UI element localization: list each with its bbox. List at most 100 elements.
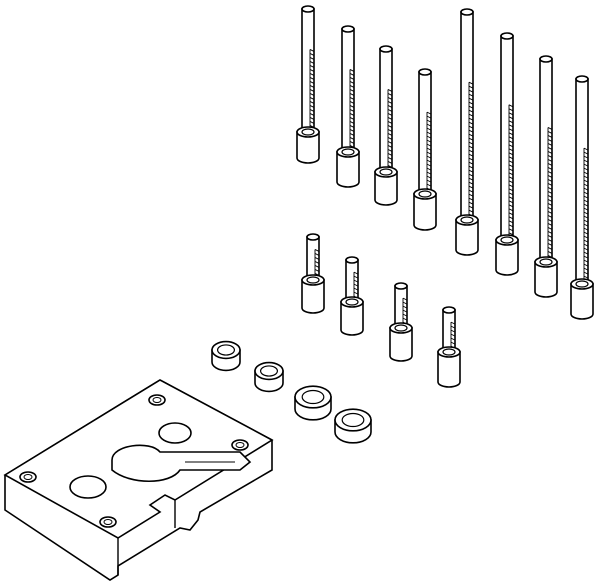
thread-line — [468, 181, 474, 185]
thread-line — [468, 85, 474, 89]
thread-line — [468, 89, 474, 93]
thread-line — [426, 171, 432, 175]
thread-line — [314, 249, 320, 252]
screw-shaft — [539, 58, 553, 267]
thread-line — [402, 309, 408, 313]
screw-socket — [575, 280, 589, 288]
screw-tip — [345, 256, 359, 264]
thread-line — [426, 111, 432, 115]
thread-line — [583, 183, 589, 187]
screw-head — [340, 301, 364, 336]
thread-line — [547, 147, 553, 150]
thread-line — [508, 112, 514, 116]
screw-tip — [539, 55, 553, 63]
thread-line — [547, 227, 553, 230]
plate-large-hole — [158, 422, 192, 444]
thread-line — [349, 137, 355, 140]
thread-line — [468, 189, 474, 193]
thread-line — [468, 205, 474, 209]
thread-line — [468, 197, 474, 201]
thread-line — [349, 101, 355, 104]
thread-line — [583, 231, 589, 235]
thread-line — [547, 143, 553, 146]
thread-line — [508, 152, 514, 156]
thread-line — [426, 147, 432, 151]
thread-line — [387, 145, 393, 148]
screw-head — [437, 351, 461, 388]
thread-line — [547, 239, 553, 242]
thread-line — [547, 195, 553, 198]
screw-socket — [301, 128, 315, 136]
nut — [254, 361, 284, 393]
screw-socket — [379, 168, 393, 176]
thread-line — [387, 133, 393, 136]
thread-line — [583, 235, 589, 239]
thread-line — [547, 155, 553, 158]
screw-head-top — [340, 296, 364, 308]
screw-shaft — [301, 8, 315, 137]
thread-line — [583, 151, 589, 155]
thread-line — [547, 163, 553, 166]
thread-line — [547, 243, 553, 246]
thread-line — [426, 123, 432, 127]
thread-line — [402, 301, 408, 305]
thread-line — [508, 212, 514, 216]
thread-line — [387, 157, 393, 160]
thread-line — [468, 173, 474, 177]
thread-line — [508, 132, 514, 136]
thread-line — [547, 183, 553, 186]
thread-line — [353, 283, 359, 287]
thread-line — [468, 133, 474, 137]
screw-shaft — [341, 28, 355, 157]
thread-line — [508, 188, 514, 192]
thread-line — [309, 113, 315, 116]
plate-bolt-hole-inner — [23, 474, 33, 480]
thread-line — [547, 135, 553, 138]
screw-socket — [345, 298, 359, 306]
thread-line — [349, 117, 355, 120]
thread-line — [547, 247, 553, 250]
thread-line — [402, 317, 408, 321]
thread-line — [508, 208, 514, 212]
screw-socket — [306, 276, 320, 284]
plate-bolt-hole-inner — [103, 519, 113, 525]
plate-bolt-hole-inner — [152, 397, 162, 403]
thread-line — [468, 97, 474, 101]
thread-line — [402, 297, 408, 301]
thread-line — [508, 128, 514, 132]
thread-line — [450, 337, 456, 341]
thread-line — [508, 136, 514, 140]
thread-line — [349, 125, 355, 128]
thread-line — [583, 263, 589, 267]
nut — [294, 385, 332, 421]
screw-socket — [539, 258, 553, 266]
nut-hole — [217, 344, 236, 356]
thread-line — [468, 137, 474, 141]
thread-line — [583, 167, 589, 171]
thread-line — [387, 117, 393, 120]
thread-line — [508, 192, 514, 196]
thread-line — [468, 161, 474, 165]
thread-line — [547, 179, 553, 182]
nut-top — [211, 340, 241, 360]
screw-socket — [394, 324, 408, 332]
screw-head — [374, 171, 398, 206]
thread-line — [349, 121, 355, 124]
thread-line — [508, 224, 514, 228]
thread-line — [426, 135, 432, 139]
thread-line — [583, 155, 589, 159]
thread-line — [583, 163, 589, 167]
screw — [495, 32, 519, 276]
thread-line — [508, 216, 514, 220]
thread-line — [583, 211, 589, 215]
thread-line — [583, 271, 589, 275]
thread-line — [547, 207, 553, 210]
screw-socket — [500, 236, 514, 244]
thread-line — [508, 200, 514, 204]
thread-line — [583, 223, 589, 227]
nut — [211, 340, 241, 372]
thread-line — [547, 251, 553, 254]
thread-line — [426, 115, 432, 119]
thread-line — [450, 341, 456, 345]
screw-shaft — [500, 35, 514, 245]
